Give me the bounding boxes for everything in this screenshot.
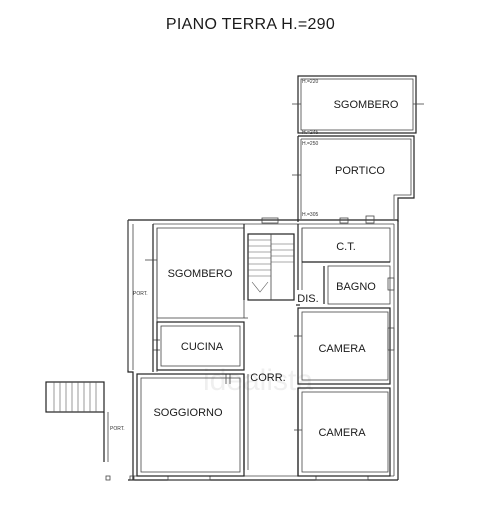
room-label-corr: CORR. [250,372,285,384]
height-label-220: H.=220 [302,79,318,85]
staircase [247,233,295,301]
room-sgombero-top [292,75,424,134]
port-label-left: PORT. [133,291,148,297]
height-label-245: H.=245 [302,130,318,136]
port-label-bottom: PORT. [110,426,125,432]
room-cucina [156,317,248,371]
room-camera-1 [294,307,395,385]
room-label-sgombero-top: SGOMBERO [334,99,399,111]
room-sgombero-main [156,224,245,319]
room-label-portico: PORTICO [335,165,385,177]
room-label-sgombero-main: SGOMBERO [168,268,233,280]
bottom-columns [105,475,135,481]
room-label-soggiorno: SOGGIORNO [153,407,223,419]
height-label-250: H.=250 [302,141,318,147]
height-label-305: H.=305 [302,212,318,218]
plan-title: PIANO TERRA H.=290 [165,16,336,33]
room-label-cucina: CUCINA [181,341,224,353]
room-ct [301,227,391,263]
room-label-camera-2: CAMERA [318,427,366,439]
room-bagno [323,265,395,305]
room-label-ct: C.T. [336,241,356,253]
room-label-camera-1: CAMERA [318,343,366,355]
room-portico [292,135,415,222]
external-stairs [45,381,109,462]
room-label-dis: DIS. [297,293,318,305]
room-soggiorno [136,373,245,477]
room-label-bagno: BAGNO [336,281,376,293]
room-camera-2 [294,387,391,477]
